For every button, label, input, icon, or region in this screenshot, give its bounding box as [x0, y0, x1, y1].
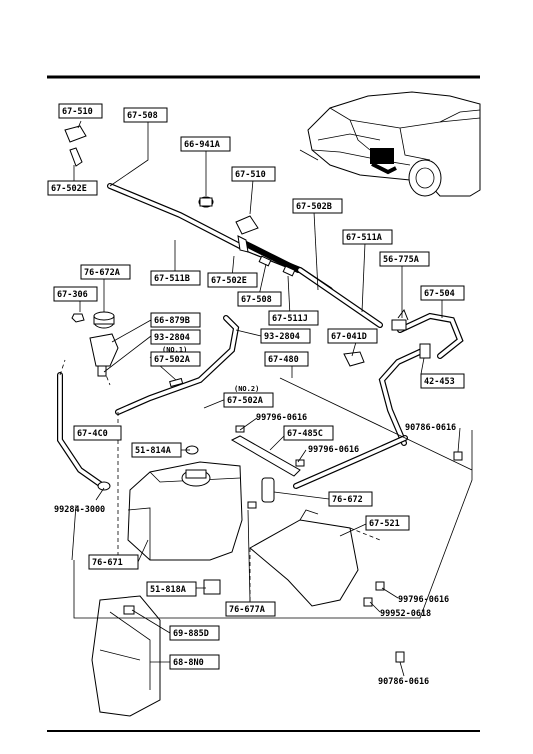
label-67-504: 67-504 — [424, 289, 455, 299]
label-51-818a: 51-818A — [150, 585, 186, 595]
washer-nozzle-left — [64, 125, 87, 143]
label-no2: (NO.2) — [234, 385, 259, 393]
car-illustration — [299, 91, 481, 197]
label-67-502e-a: 67-502E — [51, 184, 87, 194]
label-42-453: 42-453 — [424, 377, 455, 387]
label-67-510-b: 67-510 — [235, 170, 266, 180]
label-99952-0618: 99952-0618 — [380, 609, 431, 619]
check-valve — [391, 319, 407, 331]
connector — [343, 351, 365, 367]
label-93-2804-a: 93-2804 — [154, 333, 190, 343]
bolt — [71, 313, 85, 323]
label-67-480: 67-480 — [268, 355, 299, 365]
label-90786-0616-b: 90786-0616 — [378, 677, 429, 687]
label-67-502b: 67-502B — [296, 202, 332, 212]
washer-tank — [127, 461, 243, 561]
label-67-510-a: 67-510 — [62, 107, 93, 117]
label-76-672a: 76-672A — [84, 268, 120, 278]
washer-pump — [261, 477, 275, 503]
hose-joint — [419, 343, 431, 359]
label-99796-0616-c: 99796-0616 — [398, 595, 449, 605]
label-66-879b: 66-879B — [154, 316, 190, 326]
label-51-814a: 51-814A — [135, 446, 171, 456]
label-67-521: 67-521 — [369, 519, 400, 529]
label-68-8n0: 68-8N0 — [173, 658, 204, 668]
label-67-508-a: 67-508 — [127, 111, 158, 121]
label-67-306: 67-306 — [57, 290, 88, 300]
label-67-041d: 67-041D — [331, 332, 367, 342]
label-76-671: 76-671 — [92, 558, 123, 568]
label-67-511a: 67-511A — [346, 233, 382, 243]
label-99796-0616-a: 99796-0616 — [256, 413, 307, 423]
label-93-2804-b: 93-2804 — [264, 332, 300, 342]
label-76-672: 76-672 — [332, 495, 363, 505]
hose-clamp — [97, 481, 111, 491]
label-67-485c: 67-485C — [287, 429, 323, 439]
label-67-502a-a: 67-502A — [154, 355, 190, 365]
tank-bracket — [249, 519, 359, 607]
label-90786-0616-a: 90786-0616 — [405, 423, 456, 433]
callout-labels: 67-510 67-508 67-502E 66-941A 67-510 67-… — [47, 103, 465, 687]
washer-nozzle-right — [235, 215, 259, 235]
parts — [64, 125, 463, 717]
splash-shield — [91, 595, 161, 717]
label-69-885d: 69-885D — [173, 629, 209, 639]
label-67-508-b: 67-508 — [241, 295, 272, 305]
clip — [123, 605, 135, 615]
label-99284-3000: 99284-3000 — [54, 505, 105, 515]
label-67-511b: 67-511B — [154, 274, 190, 284]
assembly-outline — [71, 377, 473, 619]
label-no1: (NO.1) — [162, 346, 187, 354]
label-66-941a: 66-941A — [184, 140, 220, 150]
label-67-502a-b: 67-502A — [227, 396, 263, 406]
label-99796-0616-b: 99796-0616 — [308, 445, 359, 455]
label-67-502e-b: 67-502E — [211, 276, 247, 286]
label-76-677a: 76-677A — [229, 605, 265, 615]
label-67-511j: 67-511J — [272, 314, 308, 324]
washer-tank-location-marker — [370, 148, 394, 164]
label-67-4c0: 67-4C0 — [77, 429, 108, 439]
label-56-775a: 56-775A — [383, 255, 419, 265]
hose-routing — [57, 183, 464, 489]
bracket — [230, 435, 301, 477]
rear-washer-pump — [89, 333, 119, 367]
